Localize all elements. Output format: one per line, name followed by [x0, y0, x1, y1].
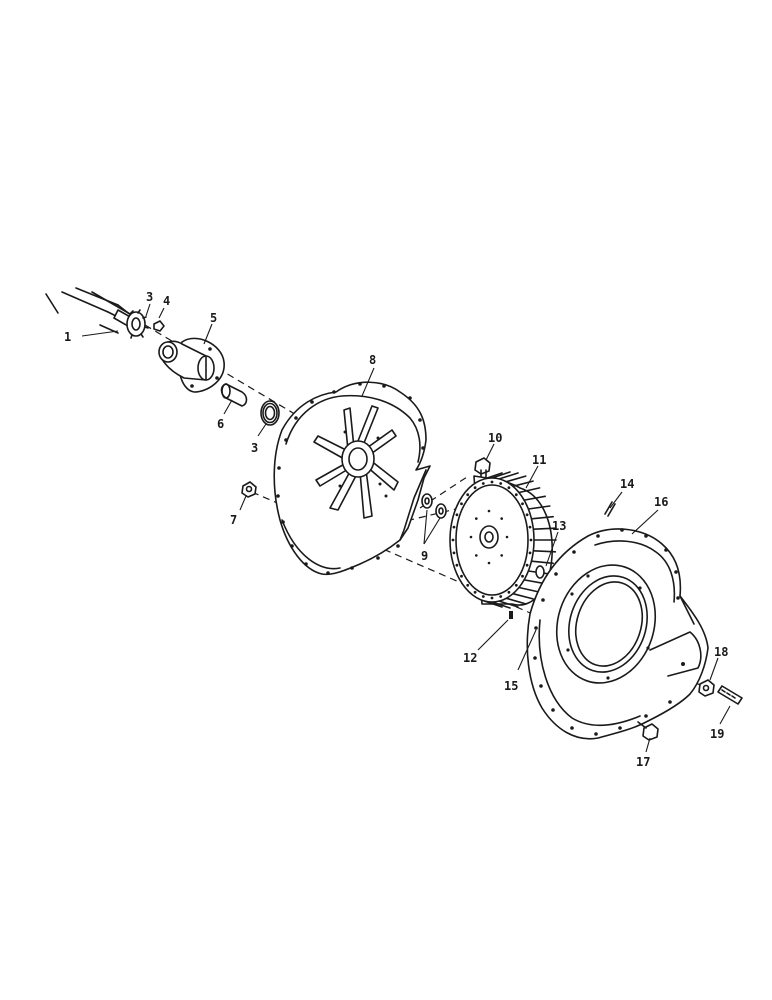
callout-13: 13 [552, 519, 566, 533]
washers [421, 493, 447, 519]
bearing [260, 400, 280, 426]
cotter-pin [604, 501, 616, 517]
callout-15: 15 [504, 679, 518, 693]
callout-1: 1 [64, 330, 71, 344]
bushing [220, 383, 248, 407]
hex-bolt [474, 457, 491, 481]
callout-3: 3 [251, 441, 258, 455]
leader-lines [81, 303, 731, 753]
housing-rim-holes [533, 528, 680, 736]
callout-labels: 1 3 4 5 6 3 7 8 9 10 11 12 13 14 15 16 1… [64, 290, 728, 769]
callout-5: 5 [210, 311, 217, 325]
front-housing [526, 528, 709, 740]
set-screw [509, 611, 513, 619]
callout-11: 11 [532, 453, 546, 467]
bearing-housing [158, 337, 225, 393]
callout-10: 10 [488, 431, 502, 445]
housing-bolt [637, 721, 659, 741]
callout-18: 18 [714, 645, 728, 659]
drive-shaft [45, 287, 133, 334]
outlet-stud [717, 685, 743, 705]
spider-spokes [313, 405, 399, 519]
callout-19: 19 [710, 727, 724, 741]
pulley-gear [126, 309, 149, 339]
callout-12: 12 [463, 651, 477, 665]
hex-nut [241, 481, 257, 498]
callout-16: 16 [654, 495, 668, 509]
callout-3-top: 3 [146, 290, 153, 304]
callout-4: 4 [163, 294, 170, 308]
outlet-nut [698, 679, 715, 697]
back-plate [273, 381, 431, 576]
blower-wheel [449, 471, 557, 609]
small-nut [153, 320, 165, 332]
callout-17: 17 [636, 755, 650, 769]
callout-6: 6 [217, 417, 224, 431]
wheel-rivets [451, 480, 533, 600]
callout-7: 7 [230, 513, 237, 527]
callout-8: 8 [369, 353, 376, 367]
rim-holes [276, 382, 425, 575]
callout-14: 14 [620, 477, 634, 491]
callout-9: 9 [421, 549, 428, 563]
wheel-blades [483, 471, 557, 609]
